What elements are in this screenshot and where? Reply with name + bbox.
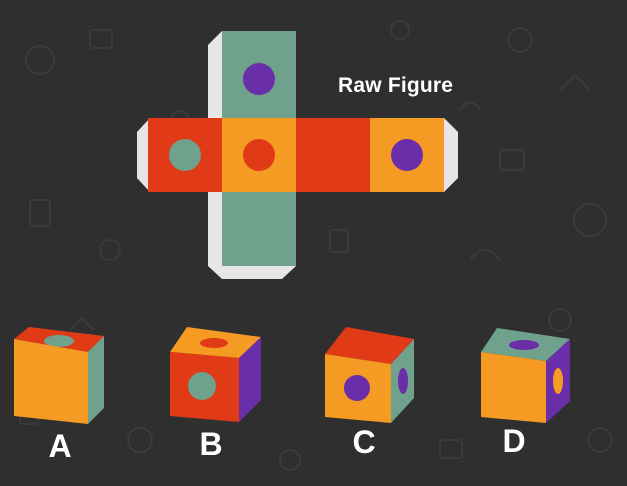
option-d-cube[interactable] (481, 328, 570, 423)
option-c-cube[interactable] (325, 327, 414, 423)
option-a-cube[interactable] (14, 327, 104, 424)
cube-a-side (88, 336, 104, 424)
net-face-right-inner (296, 118, 370, 192)
net-flap-left (137, 118, 150, 192)
option-c-label[interactable]: C (352, 424, 376, 460)
net-face-left-dot (169, 139, 201, 171)
net-face-right-outer-dot (391, 139, 423, 171)
net-face-center-dot (243, 139, 275, 171)
option-b-label[interactable]: B (199, 426, 223, 462)
net-face-bottom (222, 192, 296, 266)
cube-net (137, 31, 458, 279)
option-a-label[interactable]: A (48, 428, 72, 464)
cube-d-side-dot (553, 368, 563, 394)
option-b-cube[interactable] (170, 327, 261, 422)
raw-figure-title: Raw Figure (338, 74, 454, 97)
cube-c-front-dot (344, 375, 370, 401)
cube-a-top-dot (44, 335, 74, 347)
cube-d-front (481, 352, 546, 423)
cube-b-top-dot (200, 338, 228, 348)
cube-b-side (239, 337, 261, 422)
net-face-top-dot (243, 63, 275, 95)
cube-a-front (14, 339, 88, 424)
option-d-label[interactable]: D (502, 423, 526, 459)
cube-c-top (325, 327, 414, 364)
net-flap-right (444, 118, 458, 192)
cube-b-front-dot (188, 372, 216, 400)
cube-c-side-dot (398, 368, 408, 394)
cube-d-top-dot (509, 340, 539, 350)
